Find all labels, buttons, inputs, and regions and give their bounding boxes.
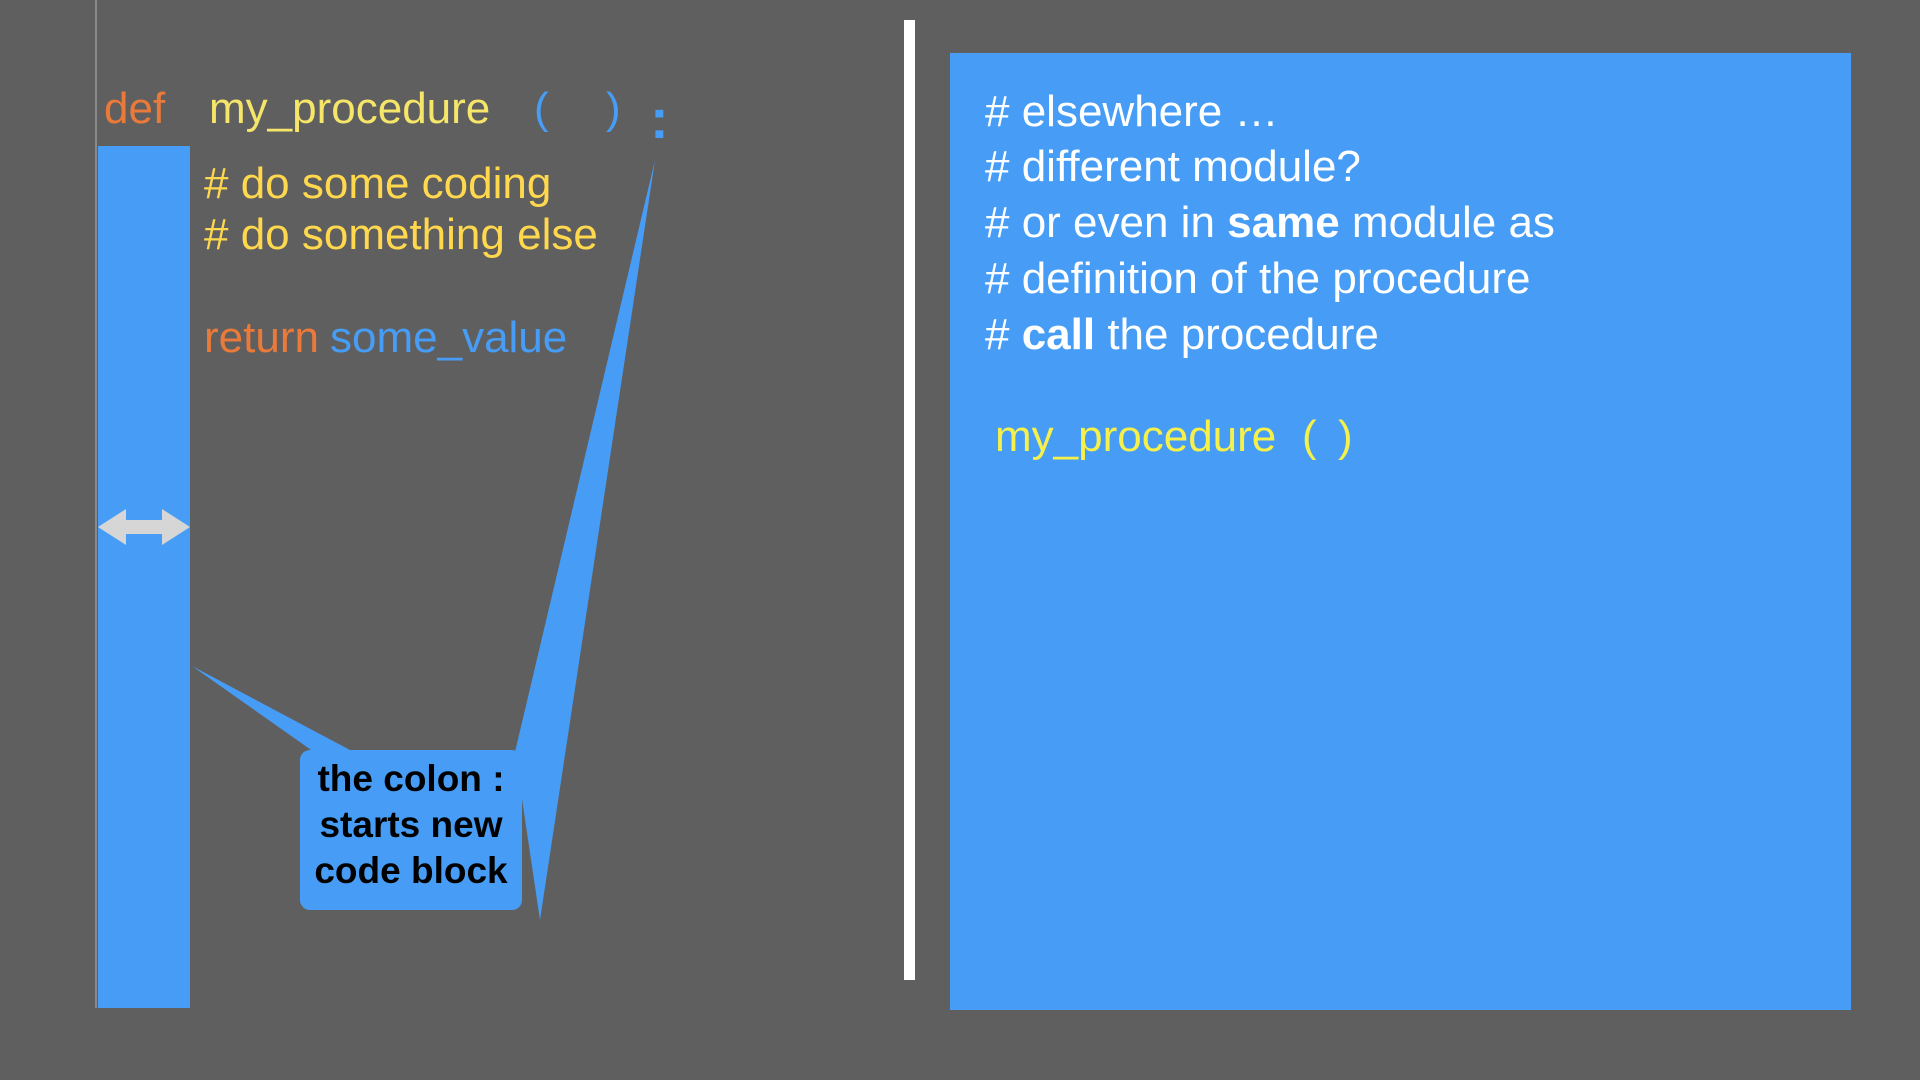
text-segment: # xyxy=(985,310,1022,359)
procedure-call-name: my_procedure xyxy=(995,412,1277,461)
text-segment: module as xyxy=(1339,198,1555,247)
indentation-bar xyxy=(98,146,190,1008)
close-paren: ) xyxy=(606,84,621,133)
call-close-paren: ) xyxy=(1338,412,1353,461)
return-value: some_value xyxy=(330,313,568,362)
divider-line xyxy=(904,20,915,980)
usage-comment-line: # or even in same module as xyxy=(985,201,1555,245)
usage-comment-line: # elsewhere … xyxy=(985,87,1279,136)
procedure-name: my_procedure xyxy=(209,84,491,133)
usage-comment-line: # call the procedure xyxy=(985,313,1379,357)
colon: : xyxy=(650,87,669,150)
usage-panel xyxy=(950,53,1851,1010)
bold-word: same xyxy=(1227,198,1340,247)
open-paren: ( xyxy=(534,84,549,133)
comment-line: # do some coding xyxy=(204,159,552,208)
bold-word: call xyxy=(1021,310,1096,359)
usage-comment-line: # definition of the procedure xyxy=(985,254,1531,303)
callout-line: starts new xyxy=(319,804,503,845)
text-segment: # or even in xyxy=(985,198,1228,247)
colon-callout-text: the colon : starts new code block xyxy=(300,756,522,894)
callout-line: code block xyxy=(314,850,508,891)
def-keyword: def xyxy=(104,84,166,133)
comment-line: # do something else xyxy=(204,210,598,259)
double-arrow-icon xyxy=(98,509,190,545)
text-segment: the procedure xyxy=(1095,310,1379,359)
callout-line: the colon : xyxy=(317,758,505,799)
left-edge-line xyxy=(95,0,97,1008)
usage-comment-line: # different module? xyxy=(985,142,1361,191)
call-open-paren: ( xyxy=(1302,412,1317,461)
return-keyword: return xyxy=(204,313,319,362)
